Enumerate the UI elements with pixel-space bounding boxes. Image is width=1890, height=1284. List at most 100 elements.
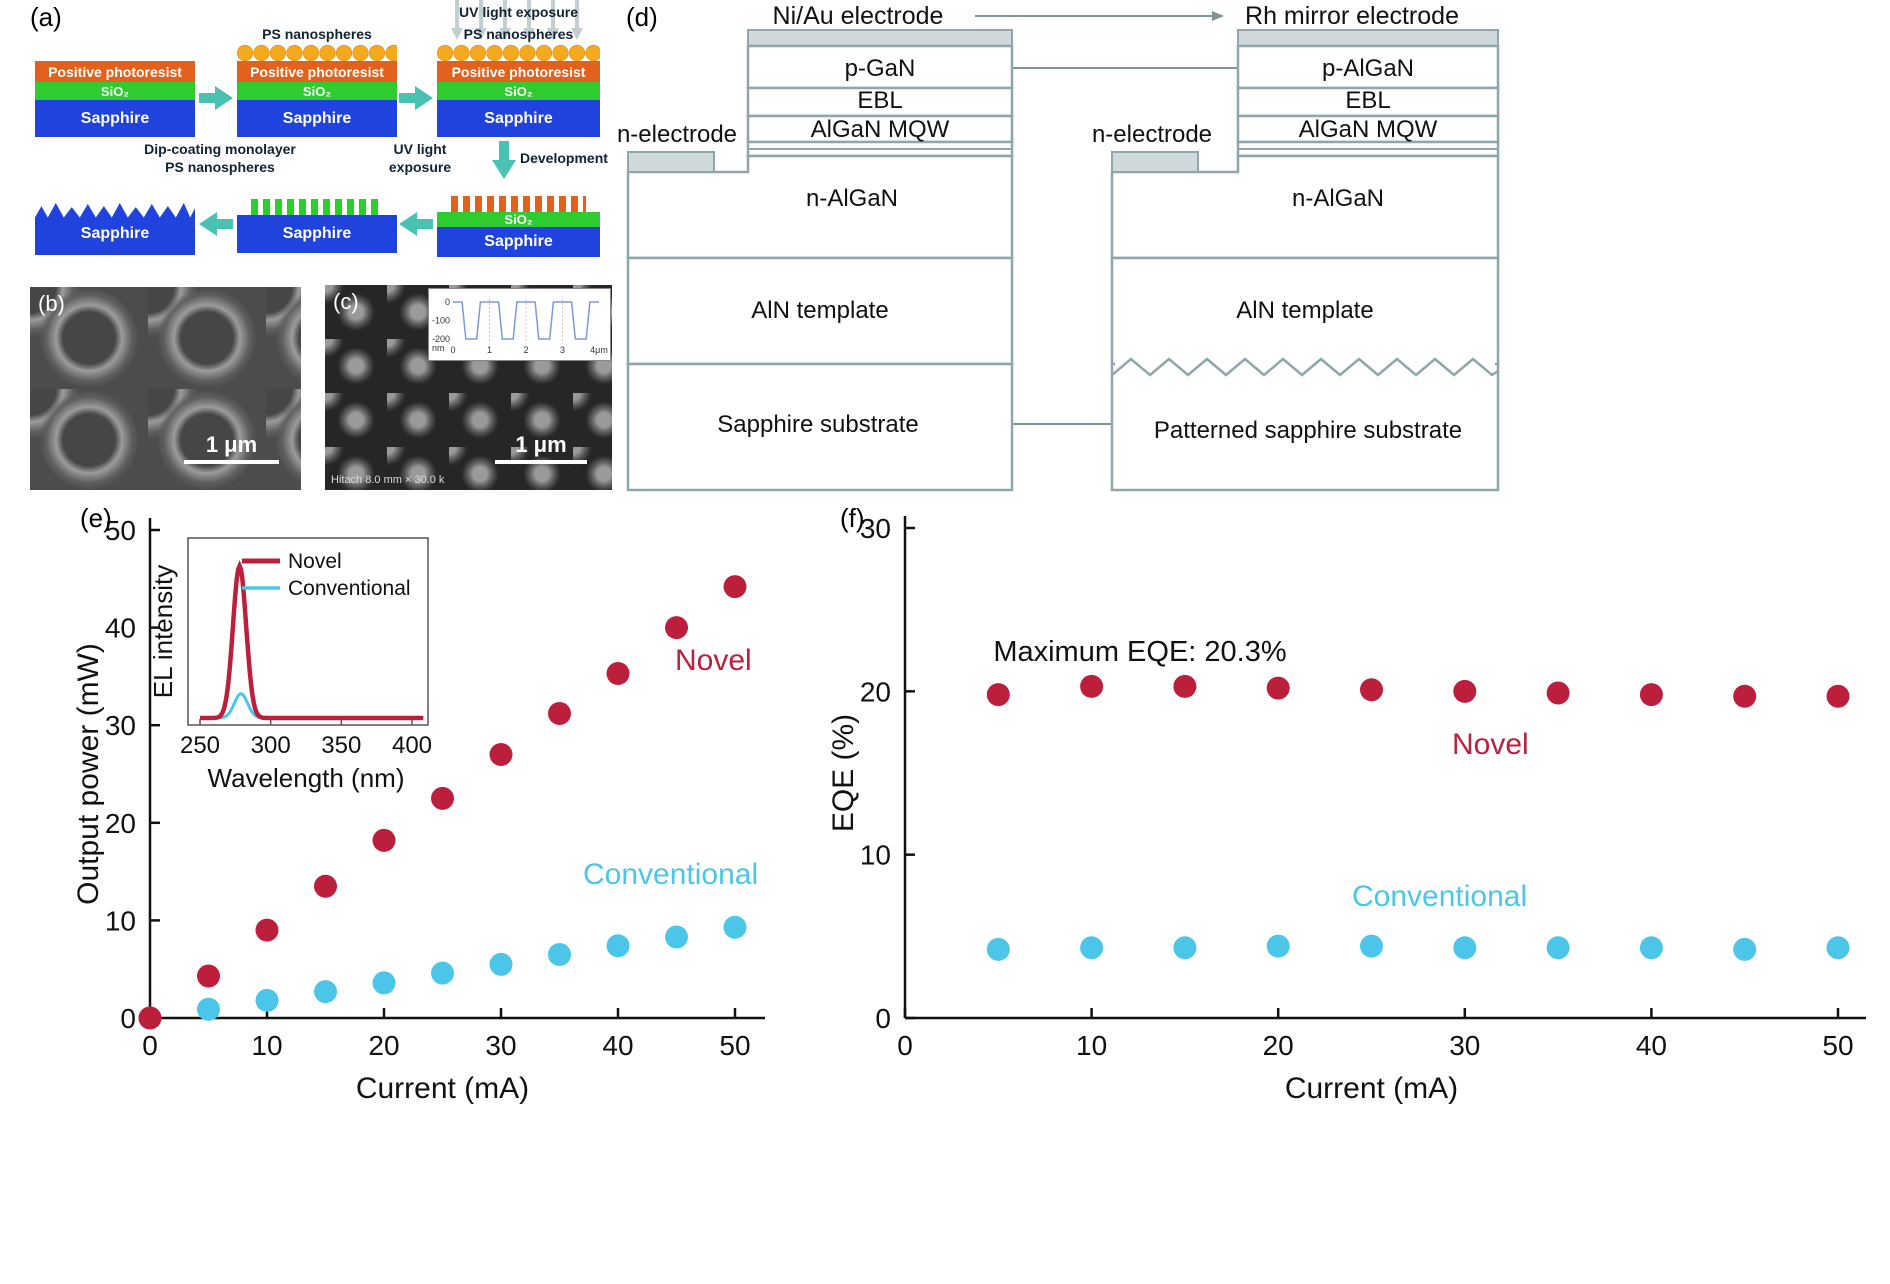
- afm-y-tick: -200: [432, 334, 450, 344]
- data-point: [197, 964, 220, 988]
- scale-bar-label: 1 μm: [515, 432, 567, 457]
- data-point: [314, 980, 337, 1004]
- x-tick-label: 50: [1822, 1030, 1853, 1061]
- x-axis-title: Current (mA): [356, 1072, 529, 1105]
- data-point: [1826, 936, 1850, 960]
- y-axis-title: Output power (mW): [72, 643, 105, 905]
- left-ebl-label: EBL: [857, 87, 902, 114]
- left-top-electrode-layer: [747, 29, 1013, 47]
- scale-bar: 1 μm: [184, 432, 279, 464]
- x-tick-label: 0: [897, 1030, 913, 1061]
- data-point: [1453, 679, 1477, 703]
- scale-bar-line: [184, 460, 279, 464]
- data-point: [606, 661, 630, 685]
- sapphire-label: Sapphire: [80, 225, 150, 242]
- afm-x-tick: 0: [450, 345, 455, 355]
- afm-x-tick: 2: [523, 345, 528, 355]
- panel-label-c: (c): [333, 289, 359, 314]
- photoresist-layer: Positive photoresist: [237, 61, 397, 82]
- x-tick-label: 20: [368, 1030, 399, 1061]
- data-point: [665, 925, 688, 949]
- uv-exposure-caption: UV light exposure: [388, 141, 452, 175]
- photoresist-pillars: [451, 196, 586, 212]
- inset-x-tick: 400: [392, 732, 432, 759]
- process-arrow-right-icon: [199, 86, 233, 110]
- process-arrow-down-icon: [492, 141, 516, 179]
- process-arrow-right-icon: [399, 86, 433, 110]
- data-point: [1266, 676, 1290, 700]
- y-tick-label: 50: [105, 515, 136, 546]
- data-point: [1733, 684, 1757, 708]
- profile-curve: [453, 301, 599, 340]
- afm-x-tick: 4μm: [590, 345, 608, 355]
- data-point: [606, 934, 630, 958]
- x-tick-label: 40: [602, 1030, 633, 1061]
- y-axis-title: EQE (%): [830, 714, 860, 832]
- sapphire-layer: Sapphire: [437, 227, 600, 257]
- sio2-layer: SiO₂: [237, 82, 397, 100]
- sapphire-layer: Sapphire: [437, 100, 600, 137]
- y-tick-label: 20: [860, 676, 891, 707]
- left-aln-template: [626, 256, 1014, 366]
- left-n-electrode: [627, 151, 715, 173]
- sio2-layer: SiO₂: [35, 82, 195, 100]
- patterned-interface-zigzag: [1111, 357, 1499, 377]
- sio2-layer: SiO₂: [437, 82, 600, 100]
- left-mqw-layer: [746, 114, 1014, 144]
- uv-exposure-top-label: UV light exposure: [458, 4, 579, 20]
- data-point: [197, 997, 220, 1021]
- legend-label: Conventional: [288, 577, 411, 600]
- stack-3: Positive photoresist SiO₂ Sapphire: [437, 61, 600, 137]
- data-point: [1733, 937, 1757, 961]
- inset-y-title: EL intensity: [148, 565, 178, 698]
- scale-bar: 1 μm: [495, 432, 587, 464]
- data-point: [1546, 681, 1570, 705]
- data-point: [1546, 936, 1570, 960]
- afm-x-tick: 1: [487, 345, 492, 355]
- data-point: [1080, 674, 1104, 698]
- panel-label-a: (a): [30, 2, 62, 32]
- rh-mirror-electrode-label: Rh mirror electrode: [1245, 2, 1459, 30]
- panel-label-f: (f): [840, 503, 865, 533]
- data-point: [986, 683, 1010, 707]
- data-point: [1173, 674, 1197, 698]
- scale-bar-line: [495, 460, 587, 464]
- sio2-pillars: [251, 199, 383, 215]
- data-point: [489, 742, 513, 766]
- data-point: [138, 1006, 162, 1030]
- series-label: Conventional: [583, 858, 758, 891]
- inset-x-tick: 300: [251, 732, 291, 759]
- process-arrow-left-icon: [399, 212, 433, 236]
- data-point: [255, 988, 279, 1012]
- data-point: [1360, 678, 1383, 702]
- sem-metadata-text: Hitach 8.0 mm × 30.0 k: [331, 474, 445, 486]
- stack-2: Positive photoresist SiO₂ Sapphire: [237, 61, 397, 137]
- panel-label-e: (e): [80, 503, 112, 533]
- scale-bar-label: 1 μm: [205, 432, 258, 457]
- right-mqw-label: AlGaN MQW: [1299, 116, 1438, 143]
- data-point: [1266, 934, 1290, 958]
- y-tick-label: 30: [860, 515, 891, 544]
- x-tick-label: 10: [1076, 1030, 1107, 1061]
- inset-x-tick: 350: [321, 732, 361, 759]
- photoresist-layer: Positive photoresist: [437, 61, 600, 82]
- series-label: Novel: [675, 644, 752, 677]
- x-tick-label: 10: [251, 1030, 282, 1061]
- data-point: [431, 961, 454, 985]
- right-top-electrode-layer: [1237, 29, 1499, 47]
- x-axis-title: Current (mA): [1285, 1072, 1458, 1105]
- data-point: [1826, 684, 1850, 708]
- stack-1: Positive photoresist SiO₂ Sapphire: [35, 61, 195, 137]
- stack-etched-sio2: Sapphire: [237, 199, 397, 253]
- series-label: Conventional: [1352, 880, 1527, 913]
- el-curve: [200, 560, 424, 721]
- left-n-electrode-label: n-electrode: [617, 121, 737, 148]
- data-point: [372, 971, 396, 995]
- right-ebl-layer: [1236, 86, 1500, 118]
- sapphire-substrate-label: Sapphire substrate: [717, 411, 918, 438]
- data-point: [1173, 936, 1197, 960]
